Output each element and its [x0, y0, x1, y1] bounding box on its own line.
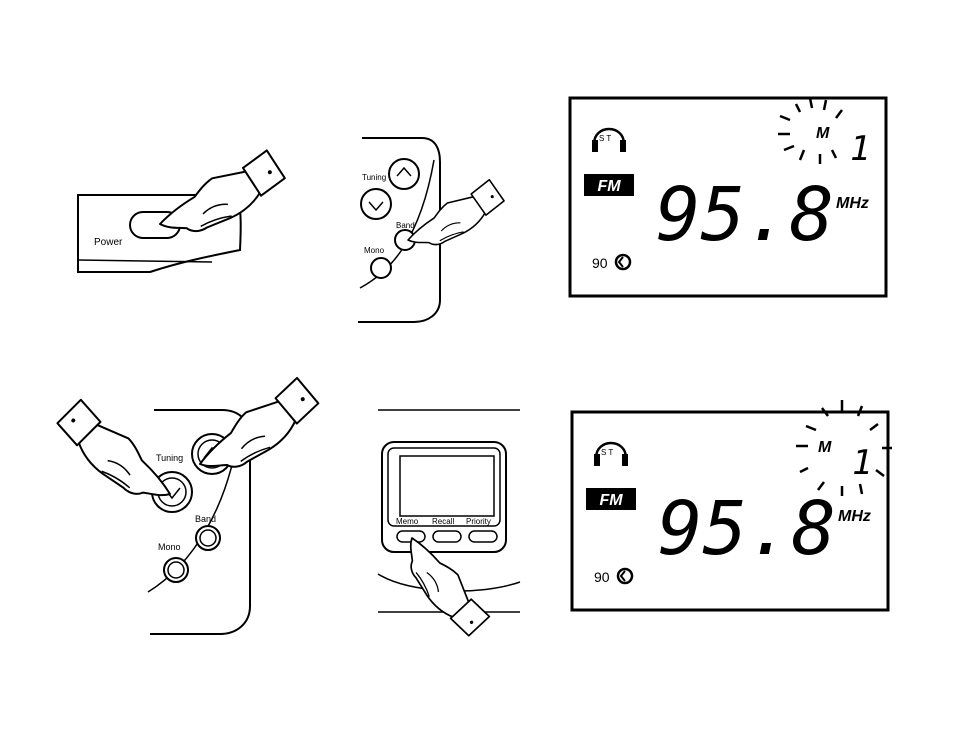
- power-panel: Power: [77, 147, 292, 273]
- memory-number: 1: [852, 443, 872, 483]
- priority-label: Priority: [466, 517, 491, 526]
- recall-button[interactable]: [432, 530, 462, 543]
- band-label: Band: [195, 514, 216, 524]
- mono-label: Mono: [364, 246, 385, 255]
- timer-value: 90: [594, 569, 610, 585]
- stereo-indicator: S T: [601, 448, 613, 457]
- stereo-indicator: S T: [599, 134, 611, 143]
- flashing-indicator-icon: [778, 97, 843, 164]
- tuning-up-button[interactable]: [388, 158, 420, 190]
- chevron-up-icon: [396, 166, 412, 177]
- band-indicator: [584, 174, 634, 196]
- mono-button[interactable]: [370, 257, 392, 279]
- flashing-indicator-icon: [796, 400, 892, 496]
- tuning-panel: Tuning Band Mono: [42, 373, 330, 635]
- memory-number: 1: [850, 129, 870, 169]
- pointing-hand-icon: [42, 394, 191, 507]
- pointing-hand-icon: [399, 177, 511, 251]
- pointing-hand-icon: [183, 373, 330, 477]
- tuning-label: Tuning: [362, 173, 386, 182]
- tuning-label: Tuning: [156, 453, 183, 463]
- frequency-readout: 95.8: [656, 172, 834, 258]
- band-panel: Tuning Band Mono: [358, 137, 511, 323]
- lcd-display-1: S T FM 95.8 MHz M 1 90: [568, 96, 888, 298]
- band-indicator: [586, 488, 636, 510]
- timer-value: 90: [592, 255, 608, 271]
- power-label: Power: [94, 237, 123, 248]
- timer-icon: [616, 567, 634, 585]
- mono-label: Mono: [158, 542, 181, 552]
- band-text: FM: [599, 492, 623, 509]
- memo-label: Memo: [396, 517, 419, 526]
- priority-button[interactable]: [468, 530, 498, 543]
- memo-panel: Memo Recall Priority: [377, 409, 521, 648]
- unit-label: MHz: [838, 508, 871, 525]
- headphone-icon: [594, 441, 628, 466]
- memory-marker: M: [816, 125, 830, 142]
- chevron-down-icon: [368, 201, 384, 212]
- headphone-icon: [592, 127, 626, 152]
- timer-icon: [614, 253, 632, 271]
- frequency-readout: 95.8: [658, 486, 836, 572]
- band-label: Band: [396, 221, 415, 230]
- band-text: FM: [597, 178, 621, 195]
- lcd-display-2: S T FM 95.8 MHz M 1 90: [570, 400, 892, 612]
- lcd-screen: [399, 455, 495, 517]
- memory-marker: M: [818, 439, 832, 456]
- recall-label: Recall: [432, 517, 454, 526]
- tuning-down-button[interactable]: [360, 188, 392, 220]
- unit-label: MHz: [836, 195, 869, 212]
